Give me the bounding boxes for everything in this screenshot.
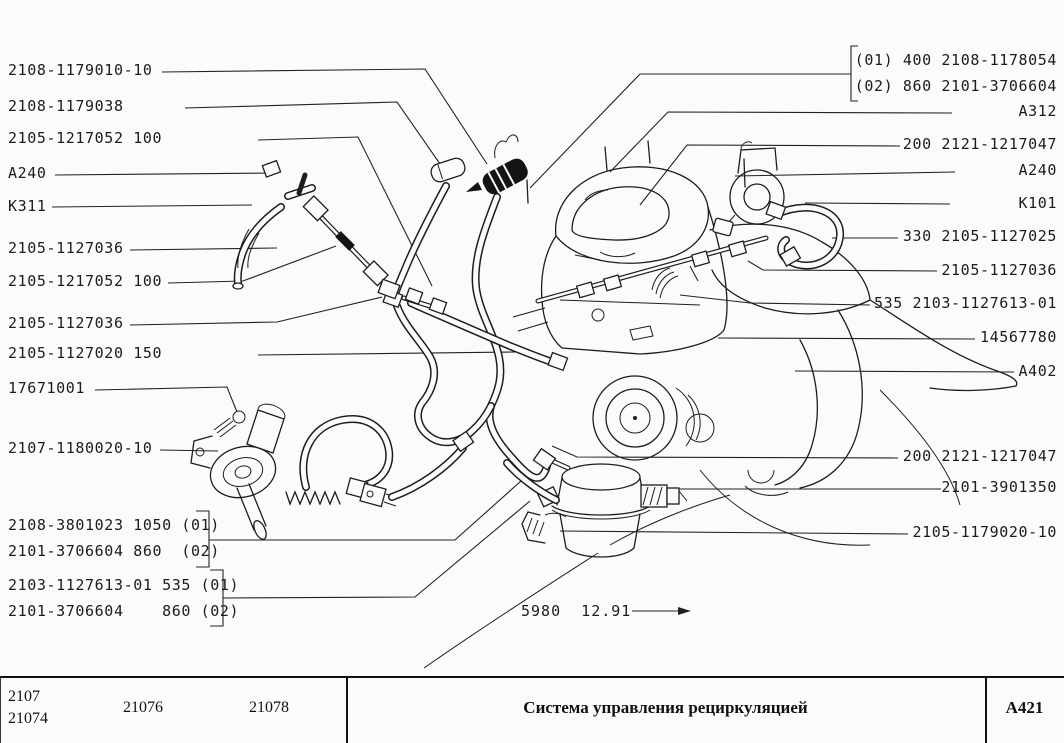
- label-2121-1217047-b: 200 2121-1217047: [902, 447, 1057, 465]
- exhaust-downpipe: [799, 309, 863, 489]
- electric-plug: [345, 477, 399, 508]
- a240-tee: [261, 159, 316, 200]
- footer-title: Система управления рециркуляцией: [523, 698, 808, 717]
- footer-sheet-code: А421: [1005, 698, 1044, 717]
- label-2121-1217047-a: 200 2121-1217047: [902, 135, 1057, 153]
- bracket-clamp: [521, 511, 567, 544]
- engine-block: [423, 223, 1018, 669]
- hose-loop-330: [775, 203, 845, 270]
- label-17671001: 17671001: [8, 379, 86, 397]
- label-group1-line2: 2101-3706604 860 (02): [8, 542, 220, 560]
- egr-solenoid-valve: [466, 134, 528, 195]
- leader-lines: [51, 45, 1015, 627]
- egr-valve-assembly: [190, 403, 475, 540]
- spring-clip-535: [651, 267, 679, 299]
- label-2105-1217052-b: 2105-1217052 100: [8, 272, 163, 290]
- footer-divider-2: [985, 678, 987, 743]
- label-a312: А312: [1018, 102, 1057, 120]
- corrugated-hose: [285, 490, 341, 506]
- label-2101-3901350: 2101-3901350: [941, 478, 1057, 496]
- egr-metal-pipe: [535, 235, 769, 304]
- label-group2-line1: 2103-1127613-01 535 (01): [8, 576, 240, 594]
- label-a402: А402: [1018, 362, 1057, 380]
- label-2107-1180020: 2107-1180020-10: [8, 439, 153, 457]
- label-2105-1127036-b: 2105-1127036: [8, 314, 124, 332]
- footer-divider-1: [346, 678, 348, 743]
- label-a240-right: А240: [1018, 161, 1057, 179]
- label-2105-1127036-a: 2105-1127036: [8, 239, 124, 257]
- label-14567780: 14567780: [979, 328, 1057, 346]
- label-2105-1127025: 330 2105-1127025: [902, 227, 1057, 245]
- label-2105-1179020: 2105-1179020-10: [912, 523, 1057, 541]
- note-arrow: [632, 607, 691, 615]
- fuel-pipe-assembly: [232, 159, 448, 315]
- hose-lower-elbow: [503, 459, 560, 504]
- canister-3901350: [503, 447, 688, 558]
- label-group1-line1: 2108-3801023 1050 (01): [8, 516, 220, 534]
- label-k101: К101: [1018, 194, 1057, 212]
- label-2108-1179010: 2108-1179010-10: [8, 61, 153, 79]
- label-2108-1178054: (01) 400 2108-1178054: [854, 51, 1057, 69]
- hose-3801023: [299, 415, 394, 491]
- label-2105-1127036-c: 2105-1127036: [941, 261, 1057, 279]
- nut: [712, 217, 734, 237]
- thermo-vacuum-valve: [712, 141, 845, 270]
- hose-to-center: [388, 444, 467, 501]
- label-2105-1127020: 2105-1127020 150: [8, 344, 163, 362]
- crank-pulley: [592, 375, 715, 461]
- label-2103-1127613: 535 2103-1127613-01: [874, 294, 1057, 312]
- label-2105-1217052-a: 2105-1217052 100: [8, 129, 163, 147]
- k101-valve: [765, 200, 787, 221]
- label-a240-left: А240: [8, 164, 47, 182]
- protective-cap: [430, 157, 466, 183]
- footer-model-2107: 2107: [8, 688, 40, 705]
- vacuum-hoses: [382, 182, 569, 482]
- footer-model-21078: 21078: [249, 699, 289, 716]
- revision-note: 5980 12.91: [521, 602, 632, 620]
- ribbed-fitting: [640, 484, 688, 508]
- label-k311: К311: [8, 197, 47, 215]
- label-group2-line2: 2101-3706604 860 (02): [8, 602, 240, 620]
- label-2101-3706604: (02) 860 2101-3706604: [854, 77, 1057, 95]
- k311-hose: [232, 203, 285, 290]
- bracket-left-1: [196, 510, 210, 568]
- label-2108-1179038: 2108-1179038: [8, 97, 124, 115]
- screw-17671001: [232, 410, 246, 424]
- carburetor: [512, 140, 746, 355]
- footer-model-21074: 21074: [8, 710, 48, 727]
- footer-table: 2107 21074 21076 21078 Система управлени…: [0, 676, 1064, 743]
- footer-model-21076: 21076: [123, 699, 163, 716]
